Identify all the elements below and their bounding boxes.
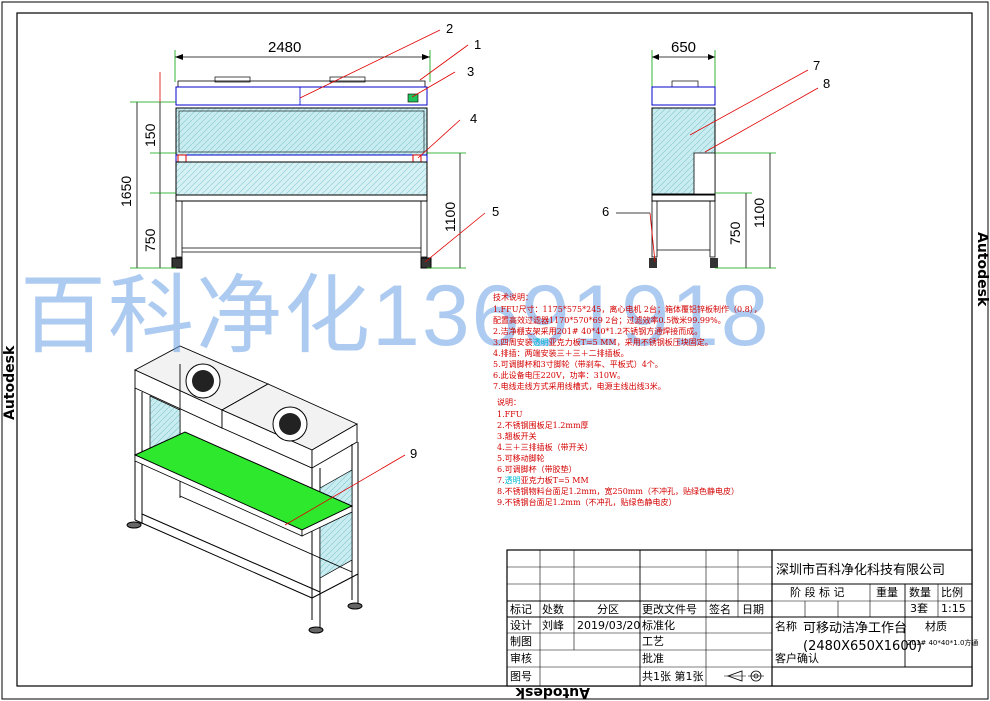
tech-note-line-3: 3.四周安装透明亚克力板T=5 MM，采用不锈钢板压块固定。 bbox=[493, 337, 713, 347]
row-label-date: 日期 bbox=[742, 603, 764, 616]
material-label: 材质 bbox=[925, 619, 947, 633]
sheets-count: 共1张 第1张 bbox=[642, 669, 704, 683]
callout-5: 5 bbox=[492, 204, 499, 219]
review-label: 审核 bbox=[510, 651, 532, 665]
drawing-no-label: 图号 bbox=[510, 670, 532, 683]
dim-side-leg-height: 750 bbox=[727, 221, 743, 245]
callout-2: 2 bbox=[446, 21, 453, 36]
technical-notes: 技术说明： 1.FFU尺寸：1175*575*245，离心电机 2台；箱体覆铝锌… bbox=[493, 292, 762, 391]
row-label-sign: 签名 bbox=[709, 602, 731, 616]
customer-confirm-label: 客户确认 bbox=[775, 651, 819, 665]
scale-label: 比例 bbox=[941, 585, 963, 599]
tech-note-line: 4.排插：两端安装三＋三＋二排插板。 bbox=[493, 348, 629, 358]
row-label-zone: 分区 bbox=[597, 603, 619, 616]
callout-7: 7 bbox=[813, 58, 820, 73]
side-view: 650 750 1100 7 8 6 bbox=[602, 39, 830, 269]
tech-notes-heading: 技术说明： bbox=[493, 292, 533, 302]
front-view: 2480 1650 150 bbox=[118, 21, 499, 269]
tech-note-line: 6.此设备电压220V，功率：310W。 bbox=[493, 370, 625, 380]
tech-note-line: 7.电线走线方式采用线槽式，电源主线出线3米。 bbox=[493, 381, 666, 391]
row-label-count: 处数 bbox=[542, 603, 564, 616]
parts-line: 1.FFU bbox=[497, 410, 523, 419]
isometric-view: 9 bbox=[126, 345, 417, 634]
dim-side-work-height: 1100 bbox=[751, 198, 767, 228]
qty-label: 数量 bbox=[909, 586, 931, 599]
parts-line: 5.可移动脚轮 bbox=[497, 453, 545, 463]
name-label: 名称 bbox=[775, 619, 797, 633]
title-block: 深圳市百科净化科技有限公司 阶 段 标 记 重量 数量 比例 3套 1:15 标… bbox=[506, 549, 978, 687]
standard-label: 标准化 bbox=[642, 618, 675, 632]
callout-6: 6 bbox=[602, 204, 609, 219]
stage-label: 阶 段 标 记 bbox=[790, 585, 845, 599]
design-date: 2019/03/20 bbox=[577, 619, 640, 632]
dim-leg-height: 750 bbox=[142, 228, 158, 252]
material-value: 201# 40*40*1.0方通 bbox=[907, 638, 978, 647]
scale-value: 1:15 bbox=[941, 602, 966, 615]
tech-note-line: 1.FFU尺寸：1175*575*245，离心电机 2台；箱体覆铝锌板制作（0.… bbox=[493, 304, 762, 314]
watermark-text: 百科净化13691918 bbox=[20, 268, 771, 364]
parts-heading: 说明： bbox=[497, 397, 521, 407]
autodesk-brand-bottom: Autodesk bbox=[515, 684, 590, 700]
dim-front-width: 2480 bbox=[268, 39, 301, 56]
tech-note-line: 2.洁净棚支架采用201# 40*40*1.2不锈钢方通焊接而成。 bbox=[493, 326, 702, 336]
qty-value: 3套 bbox=[910, 602, 928, 615]
row-label-change: 更改文件号 bbox=[642, 602, 697, 616]
company-name: 深圳市百科净化科技有限公司 bbox=[776, 562, 945, 578]
callout-9: 9 bbox=[410, 446, 417, 461]
approve-label: 批准 bbox=[642, 651, 664, 665]
process-label: 工艺 bbox=[642, 635, 664, 648]
dim-work-height: 1100 bbox=[442, 202, 458, 232]
drawing-label: 制图 bbox=[510, 635, 532, 648]
weight-label: 重量 bbox=[876, 585, 898, 599]
parts-line-7: 7.透明亚克力板T=5 MM bbox=[497, 475, 589, 485]
parts-line: 2.不锈钢围板足1.2mm厚 bbox=[497, 420, 589, 430]
projection-symbol-icon bbox=[724, 670, 764, 682]
parts-list: 说明： 1.FFU 2.不锈钢围板足1.2mm厚 3.翘板开关 4.三＋三排插板… bbox=[497, 397, 739, 507]
callout-3: 3 bbox=[467, 64, 474, 79]
autodesk-brand-left: Autodesk bbox=[2, 345, 18, 420]
dim-side-width: 650 bbox=[671, 39, 696, 56]
design-label: 设计 bbox=[510, 619, 532, 632]
parts-line: 6.可调脚杯（带胶垫） bbox=[497, 464, 577, 474]
dim-total-height: 1650 bbox=[118, 176, 134, 207]
callout-4: 4 bbox=[470, 111, 477, 126]
parts-line: 3.翘板开关 bbox=[497, 431, 537, 441]
callout-1: 1 bbox=[474, 37, 481, 52]
callout-8: 8 bbox=[823, 76, 830, 91]
tech-note-line: 5.可调脚杯和3寸脚轮（带刹车、平板式）4个。 bbox=[493, 359, 663, 369]
parts-line: 9.不锈钢台面足1.2mm（不冲孔，贴绿色静电皮） bbox=[497, 497, 677, 507]
product-name: 可移动洁净工作台 bbox=[803, 621, 907, 636]
inner-border bbox=[16, 12, 973, 687]
autodesk-brand-right: Autodesk bbox=[974, 232, 990, 307]
parts-line: 4.三＋三排插板（带开关） bbox=[497, 442, 593, 452]
parts-line: 8.不锈钢物料台面足1.2mm，宽250mm（不冲孔，贴绿色静电皮） bbox=[497, 486, 739, 496]
row-label-mark: 标记 bbox=[510, 602, 532, 616]
dim-ffu-height: 150 bbox=[142, 123, 158, 147]
designer-name: 刘峰 bbox=[542, 619, 564, 632]
product-size: (2480X650X1600) bbox=[803, 639, 922, 654]
tech-note-line: 配置高效过滤器1170*570*69 2台；过滤效率0.5微米99.99%。 bbox=[493, 315, 726, 325]
